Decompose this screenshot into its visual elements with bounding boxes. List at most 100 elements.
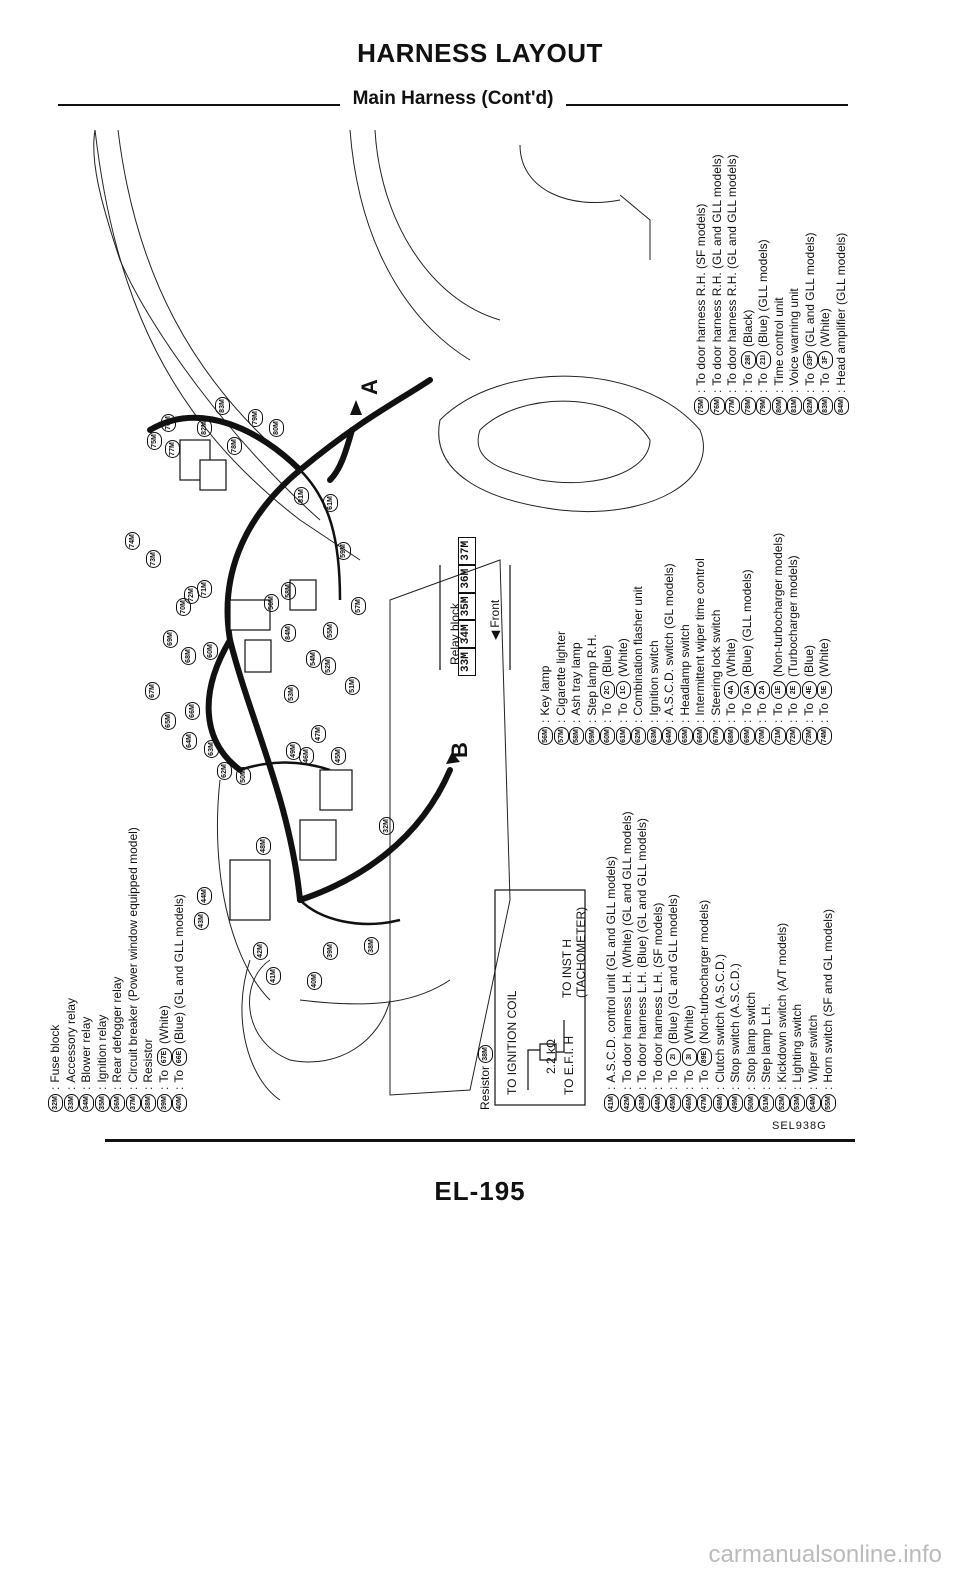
legend-item-37m: 37M:Circuit breaker (Power window equipp… — [126, 827, 142, 1112]
page-title: HARNESS LAYOUT — [357, 38, 603, 68]
callout-62m: 62M — [216, 758, 232, 780]
callout-82m: 82M — [196, 415, 212, 437]
callout-39m: 39M — [322, 938, 338, 960]
floor-arc — [241, 959, 281, 1101]
speaker-outer — [438, 375, 704, 512]
callout-67m: 67M — [144, 678, 160, 700]
legend-item-64m: 64M:A.S.C.D. switch (GL models) — [662, 533, 678, 745]
callout-38m: 38M — [363, 933, 379, 955]
callout-81m: 81M — [293, 483, 309, 505]
steering-column — [216, 779, 271, 1001]
legend-item-63m: 63M:Ignition switch — [647, 533, 663, 745]
legend-item-59m: 59M:Step lamp R.H. — [585, 533, 601, 745]
dash-outline-left — [93, 129, 321, 521]
harness-branch-c — [205, 637, 243, 773]
legend-item-33m: 33M:Accessory relay — [64, 827, 80, 1112]
callout-32m: 32M — [378, 813, 394, 835]
callout-84m: 84M — [280, 620, 296, 642]
harness-sub-2 — [239, 761, 331, 772]
relay-slot-37m: 37M — [458, 536, 476, 565]
callout-40m: 40M — [306, 968, 322, 990]
relay-slot-33m: 33M — [458, 648, 476, 676]
legend-item-32m: 32M:Fuse block — [48, 827, 64, 1112]
harness-sub-3 — [299, 469, 342, 601]
legend-item-67m: 67M:Steering lock switch — [709, 533, 725, 745]
connector-cluster-6 — [299, 819, 337, 861]
resistor-label-text: Resistor — [478, 1065, 492, 1110]
resistor-box-frame — [494, 889, 586, 1106]
lower-panel — [299, 979, 451, 1005]
callout-60m: 60M — [202, 638, 218, 660]
legend-item-34m: 34M:Blower relay — [79, 827, 95, 1112]
callout-45m: 45M — [330, 743, 346, 765]
callout-76m: 76M — [160, 410, 176, 432]
subtitle-row: Main Harness (Cont'd) — [58, 82, 848, 112]
callout-65m: 65M — [160, 708, 176, 730]
resistor-ignition: TO IGNITION COIL — [505, 990, 519, 1095]
callout-47m: 47M — [310, 721, 326, 743]
legend-item-80m: 80M:Time control unit — [772, 154, 788, 415]
relay-slot-35m: 35M — [458, 592, 476, 621]
legend-item-57m: 57M:Cigarette lighter — [554, 533, 570, 745]
connector-cluster-4 — [244, 639, 272, 673]
legend-item-51m: 51M:Step lamp L.H. — [759, 811, 775, 1112]
dash-edge-2 — [349, 129, 471, 361]
subtitle-rule-right — [566, 104, 848, 106]
callout-80m: 80M — [268, 415, 284, 437]
callout-70m: 70M — [175, 594, 191, 616]
legend-item-58m: 58M:Ash tray lamp — [569, 533, 585, 745]
legend-item-44m: 44M:To door harness L.H. (SF models) — [651, 811, 667, 1112]
legend-item-52m: 52M:Kickdown switch (A/T models) — [775, 811, 791, 1112]
legend-group-1: 32M:Fuse block 33M:Accessory relay 34M:B… — [48, 827, 188, 1112]
callout-48m: 48M — [255, 833, 271, 855]
callout-73m: 73M — [145, 546, 161, 568]
callout-42m: 42M — [252, 938, 268, 960]
legend-item-65m: 65M:Headlamp switch — [678, 533, 694, 745]
legend-item-48m: 48M:Clutch switch (A.S.C.D.) — [713, 811, 729, 1112]
dash-edge-5 — [619, 194, 651, 260]
dash-edge-1 — [117, 129, 301, 471]
dash-edge-4 — [519, 144, 621, 204]
front-label: Front — [488, 599, 502, 628]
callout-53m: 53M — [283, 681, 299, 703]
resistor-tach: (TACHOMETER) — [574, 906, 588, 998]
callout-71m: 71M — [196, 576, 212, 598]
callout-52m: 52M — [320, 653, 336, 675]
legend-item-35m: 35M:Ignition relay — [95, 827, 111, 1112]
dash-edge-3 — [374, 129, 501, 321]
marker-a-arrow — [350, 400, 362, 415]
callout-44m: 44M — [196, 883, 212, 905]
connector-cluster-5 — [229, 859, 271, 921]
legend-item-49m: 49M:Stop switch (A.S.C.D.) — [728, 811, 744, 1112]
callout-59m: 59M — [335, 538, 351, 560]
legend-item-54m: 54M:Wiper switch — [806, 811, 822, 1112]
callout-63m: 63M — [203, 736, 219, 758]
connector-cluster-2 — [199, 459, 227, 491]
figure-code: SEL938G — [772, 1120, 827, 1132]
harness-branch-b — [297, 767, 453, 903]
callout-68m: 68M — [180, 643, 196, 665]
legend-item-55m: 55M:Horn switch (SF and GL models) — [821, 811, 837, 1112]
callout-83m: 83M — [214, 393, 230, 415]
page-subtitle: Main Harness (Cont'd) — [352, 88, 554, 109]
legend-item-75m: 75M:To door harness R.H. (SF models) — [694, 154, 710, 415]
subtitle-rule-left — [58, 104, 340, 106]
footer-rule — [105, 1139, 855, 1142]
harness-sub-1 — [299, 899, 401, 926]
legend-item-56m: 56M:Key lamp — [538, 533, 554, 745]
callout-61m: 61M — [322, 490, 338, 512]
